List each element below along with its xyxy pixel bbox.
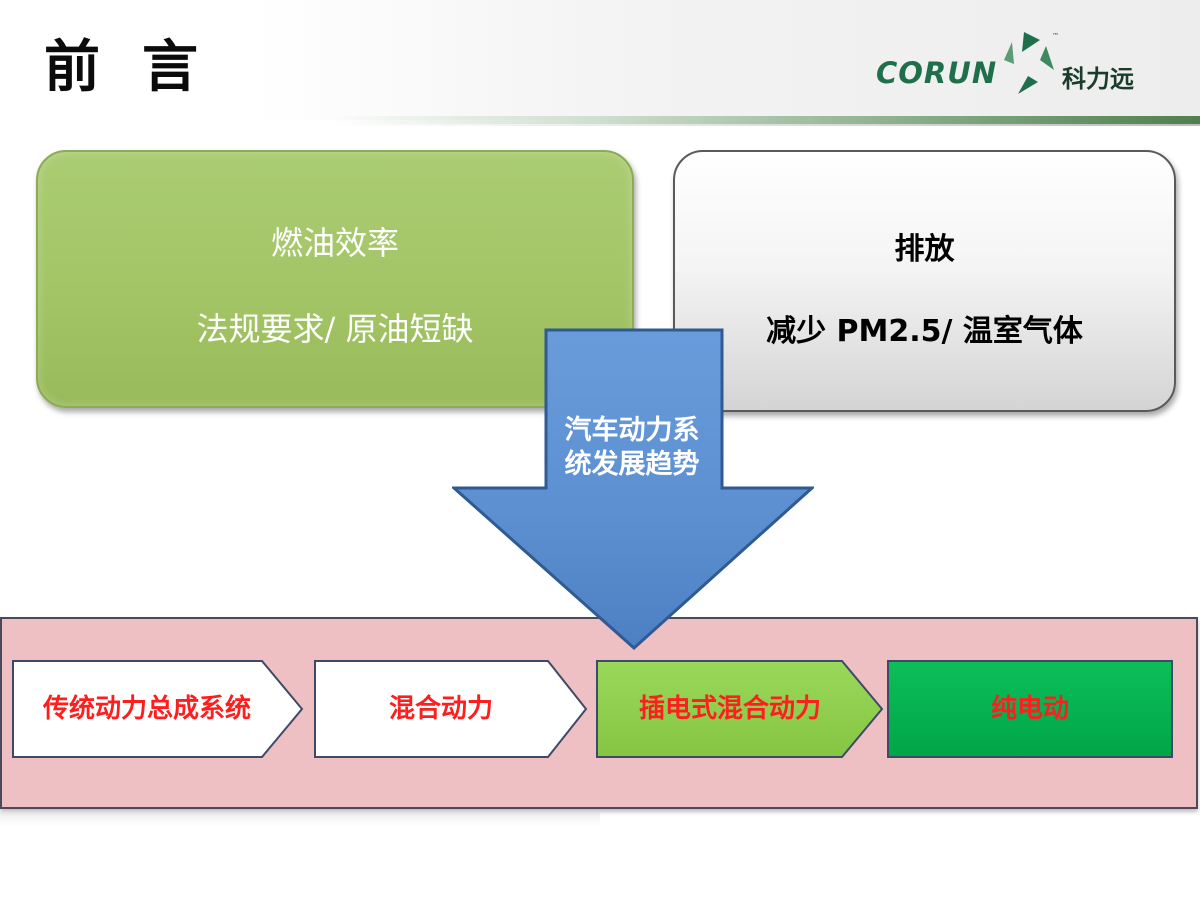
trend-label: 汽车动力系 统发展趋势 bbox=[548, 414, 716, 482]
step-label: 传统动力总成系统 bbox=[42, 694, 251, 724]
logo-triangle-icon bbox=[1004, 32, 1054, 94]
step-label: 混合动力 bbox=[388, 694, 493, 724]
fuel-efficiency-heading: 燃油效率 bbox=[270, 224, 399, 262]
chevron-shape bbox=[314, 660, 588, 758]
logo-wordmark: CORUN bbox=[876, 56, 998, 90]
step-conventional-powertrain: 传统动力总成系统 bbox=[12, 660, 304, 758]
step-hybrid: 混合动力 bbox=[314, 660, 588, 758]
emissions-heading: 排放 bbox=[894, 232, 955, 267]
chevron-shape bbox=[12, 660, 304, 758]
band-reflection bbox=[0, 812, 600, 826]
step-plug-in-hybrid: 插电式混合动力 bbox=[596, 660, 884, 758]
step-label: 纯电动 bbox=[990, 694, 1069, 724]
down-arrow-icon bbox=[452, 328, 814, 650]
emissions-box: 排放 减少 PM2.5/ 温室气体 bbox=[673, 150, 1176, 412]
chevron-shape bbox=[596, 660, 884, 758]
logo-trademark: ™ bbox=[1052, 32, 1059, 40]
fuel-efficiency-box: 燃油效率 法规要求/ 原油短缺 bbox=[36, 150, 634, 408]
header-divider bbox=[330, 116, 1200, 124]
step-pure-electric: 纯电动 bbox=[887, 660, 1173, 758]
corun-logo: CORUN ™ 科力远 bbox=[876, 30, 1156, 100]
trend-label-line1: 汽车动力系 bbox=[564, 415, 700, 446]
emissions-detail: 减少 PM2.5/ 温室气体 bbox=[766, 314, 1083, 349]
rectangle-shape bbox=[887, 660, 1173, 758]
step-label: 插电式混合动力 bbox=[638, 694, 821, 724]
fuel-efficiency-detail: 法规要求/ 原油短缺 bbox=[196, 310, 474, 348]
header-divider-shadow bbox=[330, 124, 1200, 126]
logo-chinese-name: 科力远 bbox=[1062, 65, 1134, 93]
trend-label-line2: 统发展趋势 bbox=[564, 449, 700, 480]
page-title: 前言 bbox=[44, 35, 240, 100]
